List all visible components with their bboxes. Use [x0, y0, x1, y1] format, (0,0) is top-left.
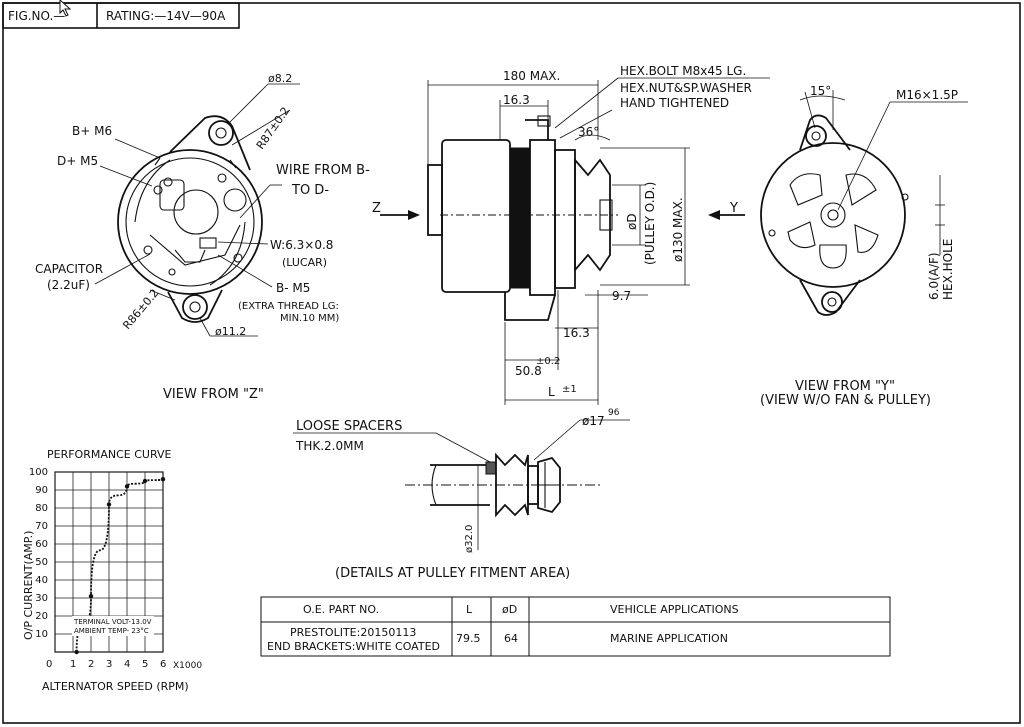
label-loose-spacers: LOOSE SPACERS — [296, 419, 402, 434]
label-dia-8-2: ø8.2 — [268, 72, 292, 85]
label-b-minus-m5: B- M5 — [276, 281, 310, 295]
chart-y-tick: 30 — [35, 593, 48, 604]
performance-curve-chart: PERFORMANCE CURVE 102030405060708090100 … — [22, 448, 202, 693]
chart-data-point — [142, 478, 148, 484]
chart-points — [74, 477, 166, 655]
label-dia-17: ø17 — [582, 414, 605, 428]
chart-y-tick: 20 — [35, 611, 48, 622]
chart-data-point — [106, 502, 112, 507]
label-b-plus-m6: B+ M6 — [72, 124, 112, 138]
label-9-7: 9.7 — [612, 289, 631, 303]
chart-x-tick: 4 — [124, 659, 130, 670]
mouse-cursor-icon — [59, 0, 72, 17]
label-capacitor-value: (2.2uF) — [47, 278, 90, 292]
label-od-d: øD — [625, 213, 639, 230]
chart-annotation-temp: AMBIENT TEMP- 23°C — [74, 627, 149, 635]
chart-y-tick: 80 — [35, 503, 48, 514]
label-dia-32: ø32.0 — [464, 525, 475, 553]
table-header-d: øD — [502, 603, 517, 616]
label-extra-thread: (EXTRA THREAD LG: — [238, 301, 339, 312]
chart-title: PERFORMANCE CURVE — [47, 448, 172, 461]
label-to-d: TO D- — [291, 183, 329, 198]
chart-x-label: ALTERNATOR SPEED (RPM) — [42, 680, 189, 693]
table-header-applications: VEHICLE APPLICATIONS — [610, 603, 739, 616]
chart-y-tick: 60 — [35, 539, 48, 550]
table-cell-l: 79.5 — [456, 632, 481, 645]
chart-y-tick: 50 — [35, 557, 48, 568]
table-header-l: L — [466, 603, 473, 616]
z-arrow-label: Z — [372, 201, 381, 216]
chart-x-tick: 1 — [70, 659, 76, 670]
chart-data-point — [124, 484, 130, 489]
part-table: O.E. PART NO. L øD VEHICLE APPLICATIONS … — [260, 596, 891, 657]
rating: RATING:—14V—90A — [106, 9, 226, 23]
table-cell-part-line1: PRESTOLITE:20150113 — [290, 626, 416, 639]
side-view: 180 MAX. 16.3 Z Y HEX.BOLT M8x45 LG. HEX… — [372, 64, 770, 405]
chart-y-tick: 10 — [35, 629, 48, 640]
label-dia-130: ø130 MAX. — [671, 197, 685, 262]
label-angle-36: 36° — [578, 125, 599, 139]
label-min-10mm: MIN.10 MM) — [280, 313, 339, 324]
chart-data-point — [74, 649, 79, 655]
view-from-z: ø8.2 R87±0.2 B+ M6 D+ M5 WIRE FROM B- TO… — [35, 72, 370, 402]
fig-no: FIG.NO.— — [8, 9, 65, 23]
label-hex-hole: HEX.HOLE — [941, 239, 955, 300]
chart-x-tick: 0 — [46, 659, 52, 670]
label-lucar: (LUCAR) — [282, 256, 327, 269]
y-arrow-label: Y — [729, 201, 738, 216]
label-w-6-3: W:6.3×0.8 — [270, 238, 333, 252]
label-m16: M16×1.5P — [896, 88, 958, 102]
label-angle-15: 15° — [810, 84, 831, 98]
chart-x-ticks: 0 1 2 3 4 5 6 — [46, 659, 166, 670]
label-180-max: 180 MAX. — [503, 69, 560, 83]
chart-y-tick: 40 — [35, 575, 48, 586]
label-hex-nut: HEX.NUT&SP.WASHER — [620, 81, 752, 95]
label-hex-af: 6.0(A/F) — [927, 252, 941, 300]
label-pulley-od: (PULLEY O.D.) — [643, 182, 657, 265]
view-from-y: 15° M16×1.5P 6.0(A/F) HEX.HOLE VIEW FROM… — [760, 84, 968, 408]
chart-x-tick: 6 — [160, 659, 166, 670]
label-wire-from-b: WIRE FROM B- — [276, 163, 370, 178]
chart-x-tick: 2 — [88, 659, 94, 670]
view-z-title: VIEW FROM "Z" — [163, 387, 264, 402]
label-r86: R86±0.2 — [120, 287, 161, 332]
chart-y-tick: 70 — [35, 521, 48, 532]
view-y-subtitle: (VIEW W/O FAN & PULLEY) — [760, 393, 931, 408]
table-cell-part-line2: END BRACKETS:WHITE COATED — [267, 640, 440, 653]
chart-y-tick: 90 — [35, 485, 48, 496]
label-dia-11-2: ø11.2 — [215, 325, 246, 338]
chart-y-tick: 100 — [29, 467, 48, 478]
label-tol-1: ±1 — [562, 384, 577, 395]
chart-y-ticks: 10 20 30 40 50 60 70 80 90 100 — [29, 467, 48, 640]
label-l: L — [548, 385, 555, 399]
title-block: FIG.NO.— RATING:—14V—90A — [2, 2, 240, 29]
chart-data-point — [160, 477, 166, 482]
label-16-3-bottom: 16.3 — [563, 326, 590, 340]
chart-y-label: O/P CURRENT(AMP.) — [22, 531, 35, 640]
label-16-3-top: 16.3 — [503, 93, 530, 107]
chart-data-point — [88, 594, 94, 599]
label-capacitor: CAPACITOR — [35, 262, 103, 276]
table-header-part-no: O.E. PART NO. — [303, 603, 379, 616]
table-cell-application: MARINE APPLICATION — [610, 632, 728, 645]
label-dia-17-tolerance: 96 — [608, 408, 620, 418]
label-tol-0-2: ±0.2 — [536, 356, 560, 367]
label-hex-bolt: HEX.BOLT M8x45 LG. — [620, 64, 746, 78]
chart-x-unit: X1000 — [173, 661, 202, 671]
chart-x-tick: 3 — [106, 659, 112, 670]
pulley-detail: LOOSE SPACERS THK.2.0MM ø17 96 ø32.0 (DE… — [293, 408, 630, 581]
label-thk: THK.2.0MM — [295, 439, 364, 453]
pulley-detail-title: (DETAILS AT PULLEY FITMENT AREA) — [335, 566, 570, 581]
label-d-plus-m5: D+ M5 — [57, 154, 98, 168]
label-50-8: 50.8 — [515, 364, 542, 378]
view-y-title: VIEW FROM "Y" — [795, 379, 895, 394]
table-cell-d: 64 — [504, 632, 518, 645]
chart-annotation-volt: TERMINAL VOLT-13.0V — [73, 618, 152, 626]
label-hand-tightened: HAND TIGHTENED — [620, 96, 729, 110]
chart-x-tick: 5 — [142, 659, 148, 670]
